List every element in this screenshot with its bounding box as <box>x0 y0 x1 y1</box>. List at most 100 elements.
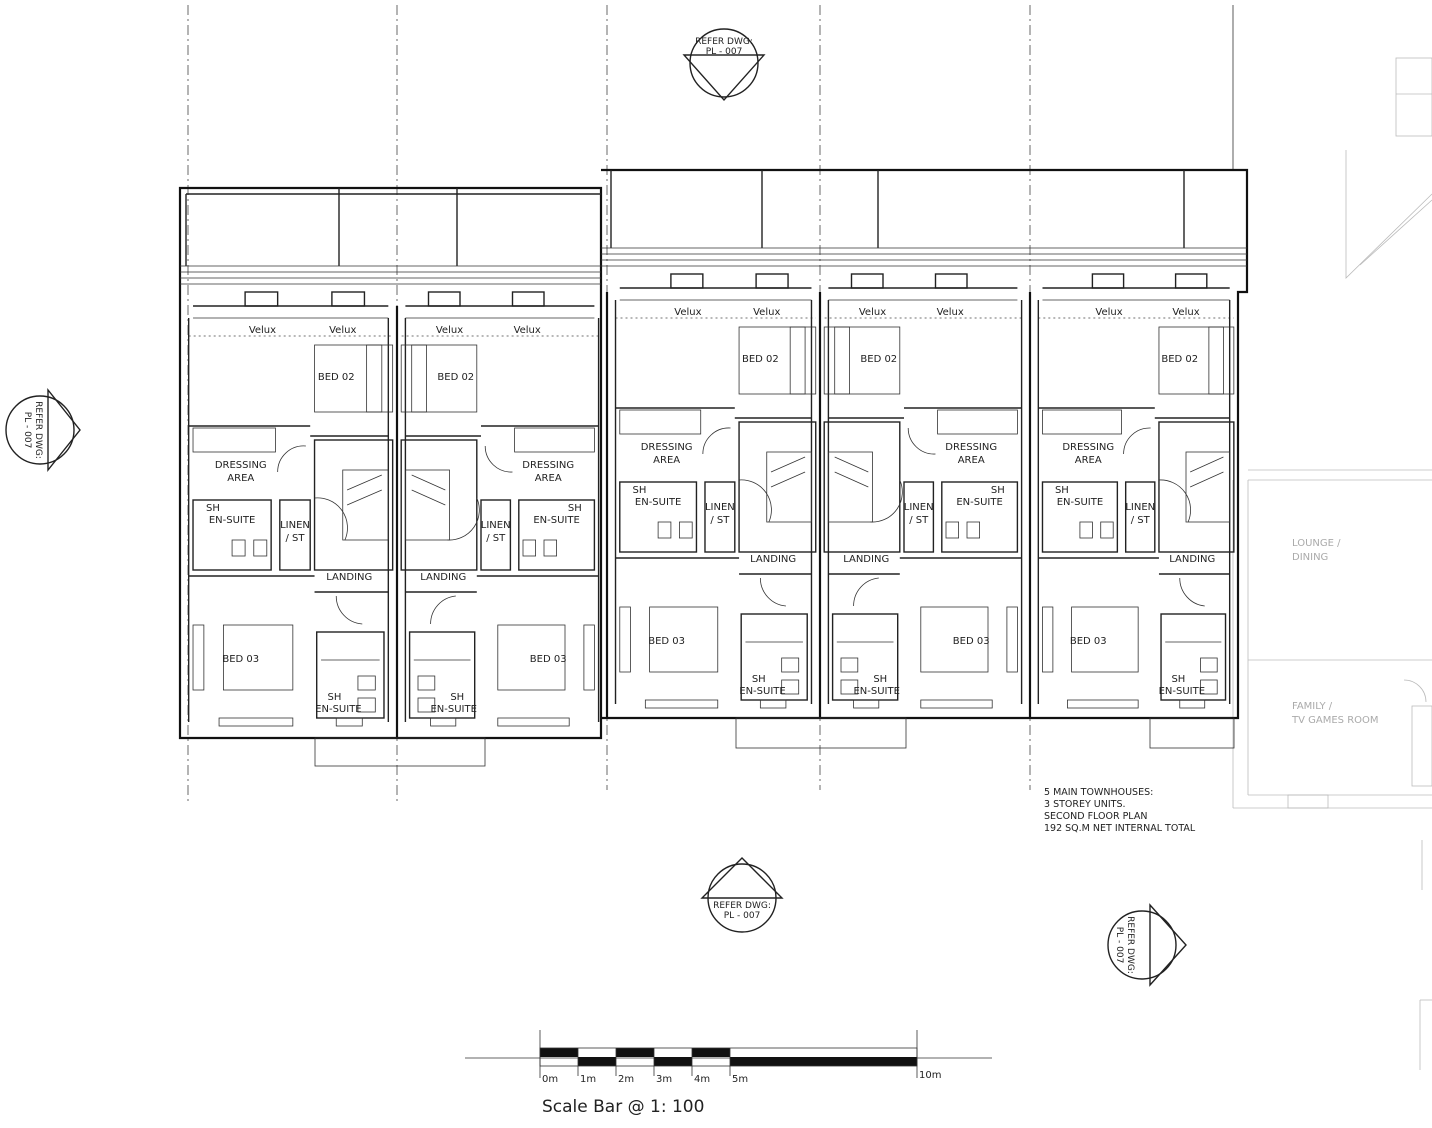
basin <box>840 679 859 695</box>
ensuite-label: EN-SUITE <box>853 686 899 697</box>
sh-label: SH <box>328 692 342 703</box>
stair <box>342 469 389 541</box>
front-window <box>497 717 570 727</box>
linen-label: LINEN <box>280 520 310 531</box>
ensuite-label: EN-SUITE <box>533 515 579 526</box>
front-window <box>759 699 787 709</box>
velux-label: Velux <box>859 307 886 318</box>
velux-label: Velux <box>937 307 964 318</box>
stair-tread <box>411 474 446 491</box>
sh-label: SH <box>991 485 1005 496</box>
door-swing <box>447 497 480 541</box>
scale-bar: 0m 1m 2m 3m 4m 5m 10m Scale Bar @ 1: 100 <box>465 1030 992 1117</box>
bed-03-label: BED 03 <box>648 636 685 647</box>
stair <box>404 469 450 541</box>
dressing-counter <box>1042 409 1122 435</box>
lounge-label-1: LOUNGE / <box>1292 538 1341 549</box>
basin <box>781 679 800 695</box>
front-window <box>1067 699 1139 709</box>
scale-seg-5 <box>730 1057 917 1066</box>
basin <box>231 539 246 557</box>
wc <box>945 521 960 539</box>
bed-03-label: BED 03 <box>953 636 990 647</box>
dressing-label: DRESSING <box>945 442 997 453</box>
basin <box>1079 521 1093 539</box>
dormer-window <box>427 291 461 307</box>
bed-03-wardrobe <box>1006 606 1018 673</box>
velux-label: Velux <box>329 325 356 336</box>
linen-label: LINEN <box>1125 502 1155 513</box>
bed-02-label: BED 02 <box>860 354 897 365</box>
bed-03-bed <box>497 624 566 691</box>
scale-seg-2 <box>616 1048 654 1057</box>
door-swing <box>739 479 772 523</box>
stair-core <box>1158 421 1235 553</box>
door-swing <box>335 595 363 625</box>
door-swing <box>314 497 348 541</box>
ensuite-label: EN-SUITE <box>430 704 476 715</box>
stair-tread <box>1189 456 1224 473</box>
note-line-1: 5 MAIN TOWNHOUSES: <box>1044 787 1153 798</box>
bed-02-bed <box>400 344 478 413</box>
stair-core <box>400 439 478 571</box>
dressing-counter <box>619 409 702 435</box>
lounge-label-2: DINING <box>1292 552 1328 563</box>
wc <box>357 675 376 691</box>
area-label: AREA <box>1075 455 1102 466</box>
building-outline <box>178 168 1249 767</box>
linen-st-label: / ST <box>710 515 730 526</box>
scale-tick-3: 3m <box>656 1074 672 1085</box>
linen-st-label: / ST <box>909 515 929 526</box>
stair-tread <box>346 474 382 491</box>
front-window <box>430 717 457 727</box>
scale-seg-4 <box>692 1048 730 1057</box>
dormer-window <box>1174 273 1208 289</box>
scale-tick-1: 1m <box>580 1074 596 1085</box>
door-swing <box>853 577 879 607</box>
dressing-label: DRESSING <box>1062 442 1114 453</box>
door-swing <box>907 427 936 455</box>
landing-label: LANDING <box>1169 554 1215 565</box>
stair-tread <box>770 456 806 473</box>
dressing-counter <box>514 427 595 453</box>
scale-seg-3 <box>654 1057 692 1066</box>
bed-03-bed <box>920 606 989 673</box>
sh-label: SH <box>450 692 464 703</box>
stair-core <box>823 421 901 553</box>
dormer-window <box>934 273 968 289</box>
wc <box>1100 521 1114 539</box>
scale-tick-0: 0m <box>542 1074 558 1085</box>
wc <box>840 657 859 673</box>
note-line-4: 192 SQ.M NET INTERNAL TOTAL <box>1044 823 1196 834</box>
ensuite-top <box>192 499 272 571</box>
dormer-window <box>1091 273 1125 289</box>
sh-label: SH <box>1171 674 1185 685</box>
door-swing <box>1158 479 1191 523</box>
wc <box>417 675 436 691</box>
section-marker-right: REFER DWG: PL - 007 <box>1107 903 1187 987</box>
bed-03-bed <box>1071 606 1139 673</box>
linen-label: LINEN <box>705 502 735 513</box>
sh-label: SH <box>1055 485 1069 496</box>
family-label-1: FAMILY / <box>1292 701 1333 712</box>
dormer-window <box>244 291 279 307</box>
ensuite-label: EN-SUITE <box>1159 686 1205 697</box>
dressing-label: DRESSING <box>641 442 693 453</box>
landing-label: LANDING <box>420 572 466 583</box>
stair <box>828 451 873 523</box>
wardrobe <box>789 326 806 395</box>
velux-label: Velux <box>436 325 463 336</box>
bed-02-label: BED 02 <box>1161 354 1198 365</box>
bed-02-bed <box>738 326 817 395</box>
bed-03-wardrobe <box>619 606 631 673</box>
bed-02-label: BED 02 <box>318 372 355 383</box>
ensuite-label: EN-SUITE <box>956 497 1002 508</box>
stair-tread <box>834 456 869 473</box>
landing-label: LANDING <box>326 572 372 583</box>
ensuite-label: EN-SUITE <box>209 515 255 526</box>
